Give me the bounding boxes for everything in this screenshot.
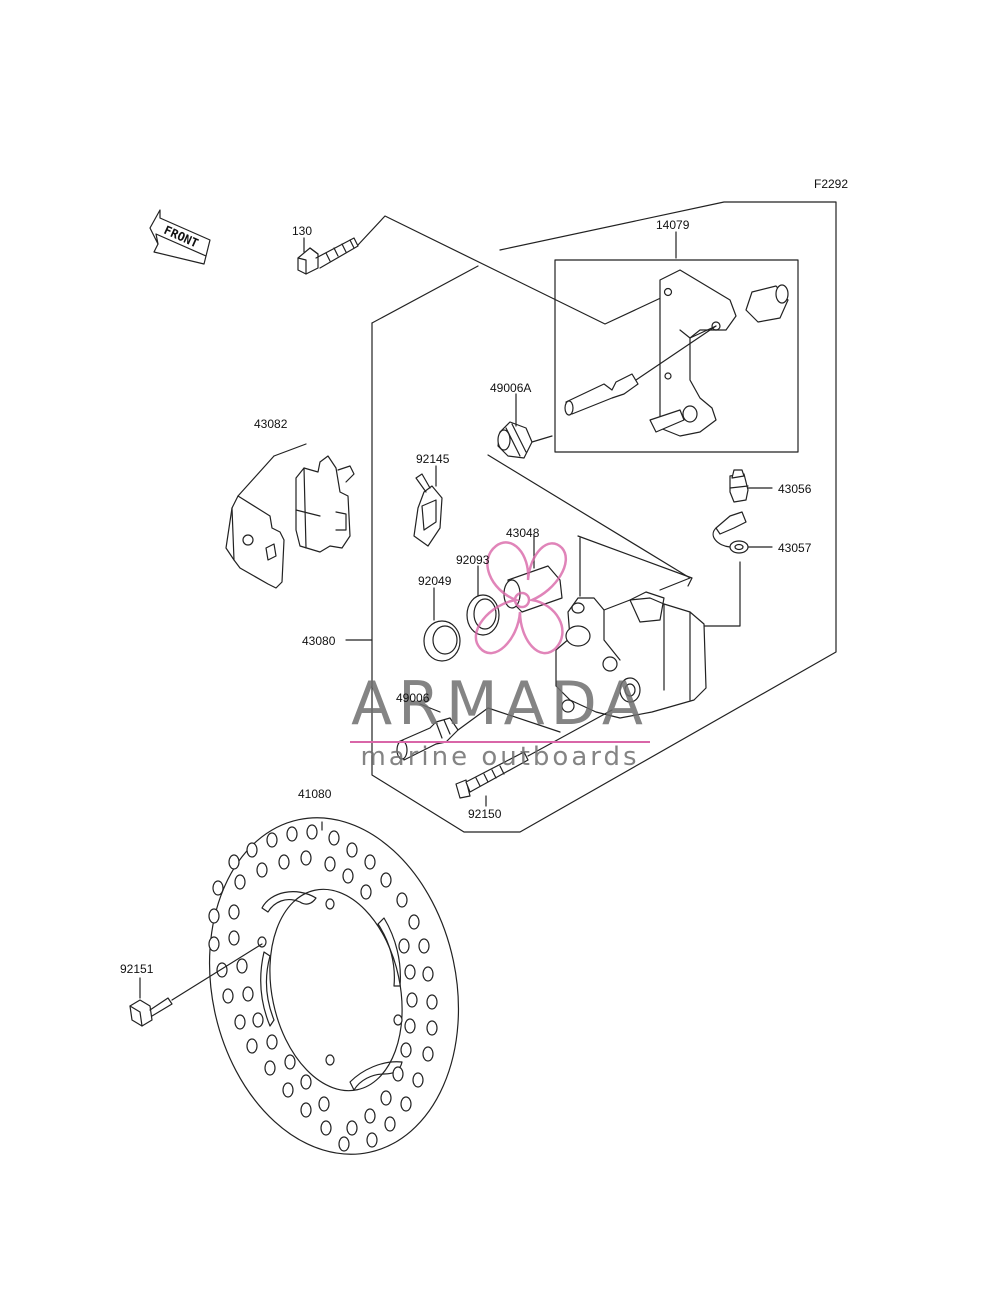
part-label-43080: 43080 [302, 634, 336, 648]
watermark-propeller-icon [474, 541, 568, 655]
part-label-92049: 92049 [418, 574, 452, 588]
brake-pad-front-icon [295, 455, 355, 553]
part-label-92093: 92093 [456, 553, 490, 567]
brake-disc-icon [208, 817, 460, 1155]
part-label-43048: 43048 [506, 526, 540, 540]
piston-seal-icon [466, 565, 500, 636]
disc-holes [208, 824, 438, 1152]
part-label-14079: 14079 [656, 218, 690, 232]
bolt-92151-icon [129, 943, 263, 1027]
boot-49006a-icon [497, 421, 553, 459]
watermark-subtitle: marine outboards [360, 742, 640, 772]
caliper-body-icon [555, 535, 707, 719]
slide-pin-49006-icon [396, 703, 561, 761]
part-label-92150: 92150 [468, 807, 502, 821]
part-label-43082: 43082 [254, 417, 288, 431]
front-arrow-icon: FRONT [149, 209, 211, 265]
part-label-49006: 49006 [396, 691, 430, 705]
slide-pin-icon [564, 325, 717, 416]
pad-spring-icon [413, 473, 443, 547]
part-label-130: 130 [292, 224, 313, 238]
part-label-43056: 43056 [778, 482, 812, 496]
part-label-43057: 43057 [778, 541, 812, 555]
bracket-group-outline [554, 259, 799, 453]
brake-pad-rear-icon [225, 495, 285, 589]
assembly-outline-43080 [371, 201, 837, 833]
watermark-title: ARMADA [351, 669, 649, 739]
caliper-bracket-icon [649, 269, 789, 437]
part-label-41080: 41080 [298, 787, 332, 801]
bleeder-cap-icon [689, 511, 773, 627]
bleeder-valve-icon [729, 469, 773, 503]
bolt-130-icon [297, 237, 359, 275]
part-label-92145: 92145 [416, 452, 450, 466]
watermark-underline [350, 741, 650, 743]
figure-code: F2292 [814, 177, 849, 191]
part-label-49006a: 49006A [490, 381, 532, 395]
bolt-92150-icon [455, 709, 613, 807]
dust-seal-icon [423, 587, 461, 662]
part-label-92151: 92151 [120, 962, 154, 976]
